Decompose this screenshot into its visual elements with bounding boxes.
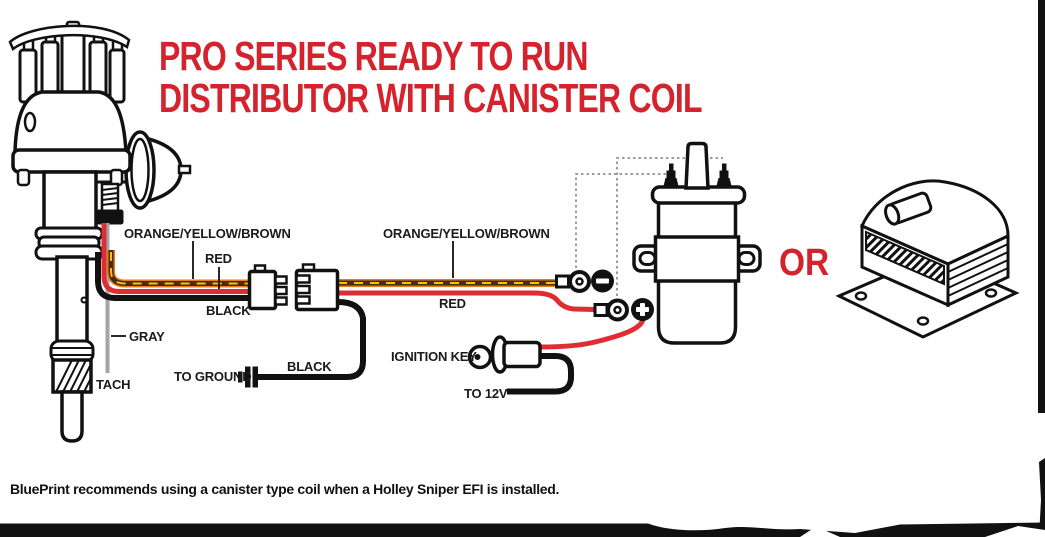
black-wire-left: [95, 252, 251, 301]
page-title-line2: DISTRIBUTOR WITH CANISTER COIL: [159, 74, 703, 121]
wire-label-red-left: RED: [205, 251, 232, 266]
footnote-text: BluePrint recommends using a canister ty…: [10, 481, 560, 497]
or-label: OR: [779, 242, 830, 284]
negative-terminal-badge: [591, 269, 614, 293]
ground-lug-symbol: [238, 366, 258, 388]
harness-connector-female: [294, 263, 340, 312]
page-title-line1: PRO SERIES READY TO RUN: [159, 33, 588, 79]
ring-terminal-negative: [555, 270, 591, 293]
torn-band-nicks: [800, 526, 1045, 537]
red-wire-left: [101, 223, 251, 294]
canister-coil-illustration: [632, 141, 762, 345]
e-core-coil-illustration: [835, 179, 1020, 339]
ring-terminal-positive: [593, 298, 629, 322]
wire-label-black-ground: BLACK: [287, 359, 332, 374]
wire-label-black-left: BLACK: [206, 303, 251, 318]
wire-label-tach: TACH: [96, 377, 131, 392]
label-leader-lines: [111, 241, 454, 337]
label-to-ground: TO GROUND: [174, 369, 252, 384]
wire-label-gray: GRAY: [129, 329, 165, 344]
wire-harness: [95, 223, 646, 395]
coil-terminal-posts: [663, 163, 732, 188]
red-wire-right: [338, 290, 596, 312]
label-ignition-key: IGNITION KEY: [391, 349, 477, 364]
wire-label-orange-yellow-brown-left: ORANGE/YELLOW/BROWN: [124, 226, 291, 241]
black-ground-wire: [258, 299, 366, 380]
page-title: PRO SERIES READY TO RUN DISTRIBUTOR WITH…: [159, 33, 703, 121]
label-to-12v: TO 12V: [464, 386, 508, 401]
black-wire-to-12v: [507, 353, 574, 395]
harness-connector-male: [247, 264, 288, 311]
ignition-key-illustration: [467, 335, 542, 374]
wire-label-red-right: RED: [439, 296, 466, 311]
red-wire-key-to-coil: [539, 317, 646, 350]
wire-label-orange-yellow-brown-right: ORANGE/YELLOW/BROWN: [383, 226, 550, 241]
dotted-terminal-routing-lines: [575, 157, 723, 296]
distributor-illustration: [8, 20, 192, 443]
positive-terminal-badge: [631, 298, 654, 321]
